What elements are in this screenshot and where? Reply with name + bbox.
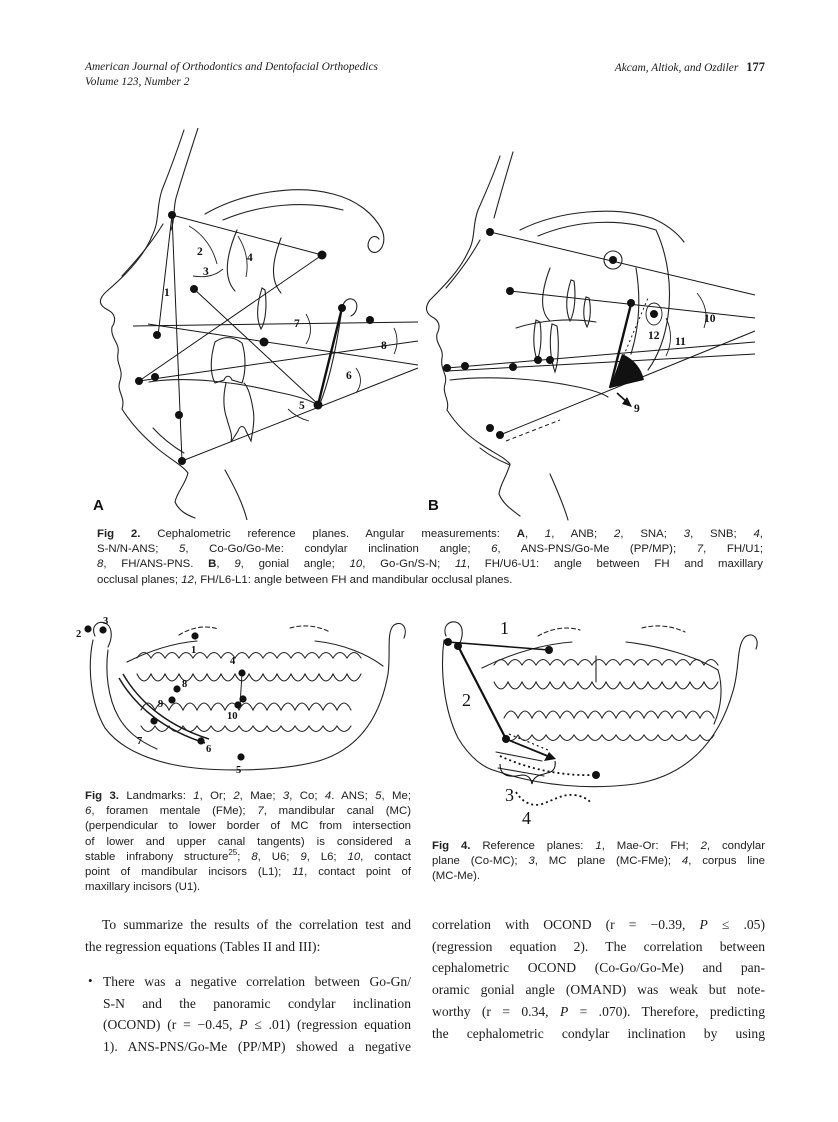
fig2b-angle-label-12: 12 xyxy=(648,330,660,342)
fig2-panel-b-drawing: 9 10 11 12 B xyxy=(425,151,756,521)
fig4-plane-label-4: 4 xyxy=(522,808,531,828)
fig3-landmark-label-10: 10 xyxy=(227,711,238,722)
fig3-landmark-label-2: 2 xyxy=(76,629,81,640)
body-bullet-item: • There was a negative correlation betwe… xyxy=(85,971,411,1058)
volume-line: Volume 123, Number 2 xyxy=(85,75,190,88)
fig2b-angle-label-10: 10 xyxy=(704,313,716,325)
bullet-text: There was a negative correlation between… xyxy=(103,974,411,1055)
fig4-plane-label-3: 3 xyxy=(505,785,514,805)
ceph-a-reference-lines xyxy=(132,214,419,462)
fig2-caption: Fig 2. Cephalometric reference planes. A… xyxy=(97,528,764,586)
ceph-b-anatomy-outline xyxy=(425,151,685,521)
fig4-caption: Fig 4. Reference planes: 1, Mae-Or: FH; … xyxy=(432,840,766,883)
fig3-landmark-label-3: 3 xyxy=(103,616,108,627)
fig3-landmark-label-8: 8 xyxy=(182,679,187,690)
fig2-panel-a-letter: A xyxy=(93,497,104,514)
fig2a-angle-label-2: 2 xyxy=(197,246,203,258)
body-left-paragraph: To summarize the results of the correlat… xyxy=(85,917,411,954)
page-number: 177 xyxy=(746,60,765,74)
fig3-landmark-label-1: 1 xyxy=(191,645,196,656)
fig2a-angle-label-6: 6 xyxy=(346,370,352,382)
fig3-landmark-label-4: 4 xyxy=(230,656,236,667)
fig4-panoramic-drawing: 1 2 3 4 xyxy=(442,618,758,828)
fig2a-angle-label-7: 7 xyxy=(294,318,300,330)
pano3-landmark-dots xyxy=(84,625,247,761)
fig3-panoramic-drawing: 1 2 3 4 5 6 7 8 9 10 xyxy=(76,616,406,776)
gonial-angle-wedge xyxy=(610,354,644,388)
pano4-reference-planes xyxy=(447,641,593,806)
fig2-panel-a-drawing: 1 2 3 4 5 6 7 8 A xyxy=(93,128,419,520)
running-head-right: Akcam, Altiok, and Ozdiler 177 xyxy=(432,60,765,75)
fig3-landmark-label-6: 6 xyxy=(206,744,211,755)
fig4-plane-label-2: 2 xyxy=(462,690,471,710)
fig2a-angle-label-8: 8 xyxy=(381,340,387,352)
fig4-plane-label-1: 1 xyxy=(500,618,509,638)
journal-title: American Journal of Orthodontics and Den… xyxy=(85,61,378,73)
ceph-b-reference-lines xyxy=(446,231,756,442)
fig3-caption: Fig 3. Landmarks: 1, Or; 2, Mae; 3, Co; … xyxy=(85,790,412,894)
mc-plane-arrowhead xyxy=(544,752,556,761)
fig2a-angle-label-1: 1 xyxy=(164,287,170,299)
fig2a-angle-label-3: 3 xyxy=(203,266,209,278)
fig2a-angle-label-4: 4 xyxy=(247,252,253,264)
bullet-marker: • xyxy=(88,973,93,988)
ceph-a-angle-arcs xyxy=(188,225,398,422)
ceph-b-landmark-dots xyxy=(443,228,658,439)
pano4-landmark-dots xyxy=(444,638,600,779)
fig2b-angle-label-9: 9 xyxy=(634,403,640,415)
authors: Akcam, Altiok, and Ozdiler xyxy=(614,62,739,74)
ceph-b-angle-arcs xyxy=(645,292,707,357)
fig2b-angle-label-11: 11 xyxy=(675,336,686,348)
pano3-outline xyxy=(89,621,406,771)
running-head-left: American Journal of Orthodontics and Den… xyxy=(85,60,378,89)
fig3-landmark-label-5: 5 xyxy=(236,765,241,776)
body-right-paragraph: correlation with OCOND (r = −0.39, P ≤ .… xyxy=(432,917,765,1041)
gonial-angle-arrow xyxy=(616,392,632,407)
fig3-landmark-label-9: 9 xyxy=(158,699,163,710)
fig2-panel-b-letter: B xyxy=(428,497,439,514)
ceph-a-landmark-dots xyxy=(135,211,374,465)
pano3-mandibular-canal xyxy=(118,673,210,744)
pano4-outline xyxy=(442,621,758,788)
fig3-landmark-label-7: 7 xyxy=(137,736,142,747)
fig2a-angle-label-5: 5 xyxy=(299,400,305,412)
